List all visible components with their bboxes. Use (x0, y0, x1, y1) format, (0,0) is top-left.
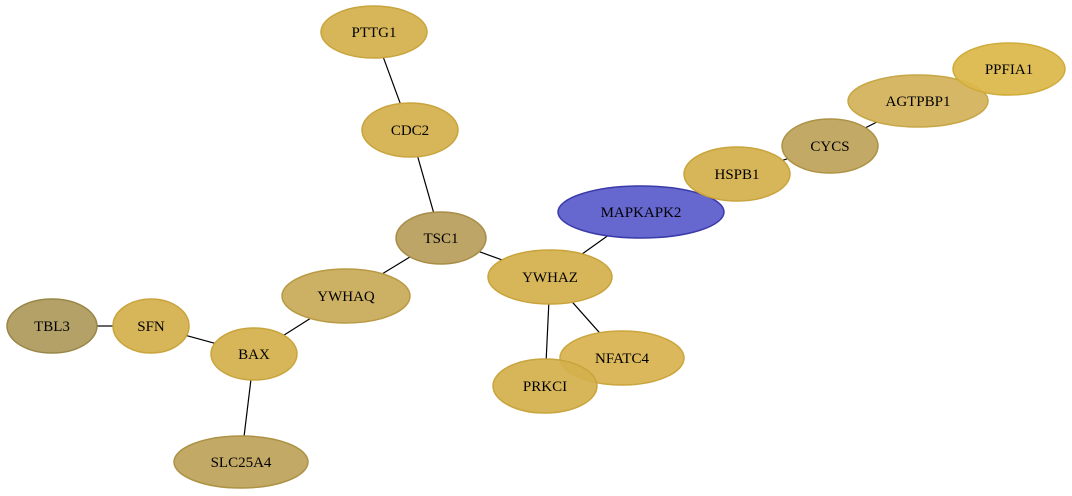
edge-ywhaz-mapkapk2 (581, 235, 609, 255)
node-shape-tbl3 (6, 298, 98, 354)
node-shape-tsc1 (395, 211, 487, 265)
node-shape-pttg1 (320, 5, 428, 59)
node-label-tbl3: TBL3 (34, 319, 70, 335)
node-label-hspb1: HSPB1 (714, 167, 759, 183)
node-shape-mapkapk2 (557, 185, 725, 239)
node-shape-hspb1 (683, 146, 791, 202)
node-shape-cycs (781, 118, 879, 174)
node-nfatc4[interactable]: NFATC4 (559, 330, 685, 386)
node-label-tsc1: TSC1 (423, 231, 458, 247)
node-prkci[interactable]: PRKCI (492, 358, 598, 414)
node-shape-cdc2 (361, 102, 459, 158)
edge-tsc1-ywhaq (382, 256, 411, 275)
node-shape-ywhaz (487, 249, 613, 305)
node-label-slc25a4: SLC25A4 (211, 455, 272, 471)
node-shape-agtpbp1 (847, 74, 989, 128)
node-ywhaq[interactable]: YWHAQ (281, 268, 411, 324)
node-label-nfatc4: NFATC4 (595, 351, 649, 367)
node-cdc2[interactable]: CDC2 (361, 102, 459, 158)
edge-cycs-agtpbp1 (865, 121, 878, 129)
node-pttg1[interactable]: PTTG1 (320, 5, 428, 59)
node-sfn[interactable]: SFN (112, 298, 190, 354)
edge-ywhaz-prkci (545, 303, 550, 360)
node-cycs[interactable]: CYCS (781, 118, 879, 174)
edge-bax-sfn (186, 335, 215, 344)
edge-ywhaz-nfatc4 (571, 301, 601, 334)
node-tsc1[interactable]: TSC1 (395, 211, 487, 265)
edge-ywhaq-bax (283, 317, 311, 336)
edge-bax-slc25a4 (243, 379, 252, 437)
node-label-prkci: PRKCI (523, 379, 567, 395)
node-label-sfn: SFN (137, 319, 165, 335)
node-ywhaz[interactable]: YWHAZ (487, 249, 613, 305)
node-shape-sfn (112, 298, 190, 354)
node-tbl3[interactable]: TBL3 (6, 298, 98, 354)
node-label-ywhaq: YWHAQ (317, 289, 375, 305)
node-label-agtpbp1: AGTPBP1 (885, 94, 950, 110)
node-label-bax: BAX (238, 347, 270, 363)
node-mapkapk2[interactable]: MAPKAPK2 (557, 185, 725, 239)
node-shape-prkci (492, 358, 598, 414)
node-label-pttg1: PTTG1 (352, 25, 397, 41)
node-label-mapkapk2: MAPKAPK2 (601, 205, 682, 221)
node-shape-ywhaq (281, 268, 411, 324)
node-label-cdc2: CDC2 (391, 123, 429, 139)
node-bax[interactable]: BAX (210, 327, 298, 381)
node-agtpbp1[interactable]: AGTPBP1 (847, 74, 989, 128)
node-label-cycs: CYCS (810, 139, 849, 155)
node-label-ppfia1: PPFIA1 (985, 62, 1033, 78)
node-shape-ppfia1 (952, 42, 1066, 96)
edge-pttg1-cdc2 (382, 57, 401, 104)
edge-tsc1-ywhaz (479, 251, 503, 261)
node-shape-slc25a4 (173, 435, 309, 489)
node-slc25a4[interactable]: SLC25A4 (173, 435, 309, 489)
node-hspb1[interactable]: HSPB1 (683, 146, 791, 202)
node-shape-bax (210, 327, 298, 381)
node-ppfia1[interactable]: PPFIA1 (952, 42, 1066, 96)
node-shape-nfatc4 (559, 330, 685, 386)
edge-cdc2-tsc1 (417, 156, 435, 213)
node-label-ywhaz: YWHAZ (522, 270, 578, 286)
